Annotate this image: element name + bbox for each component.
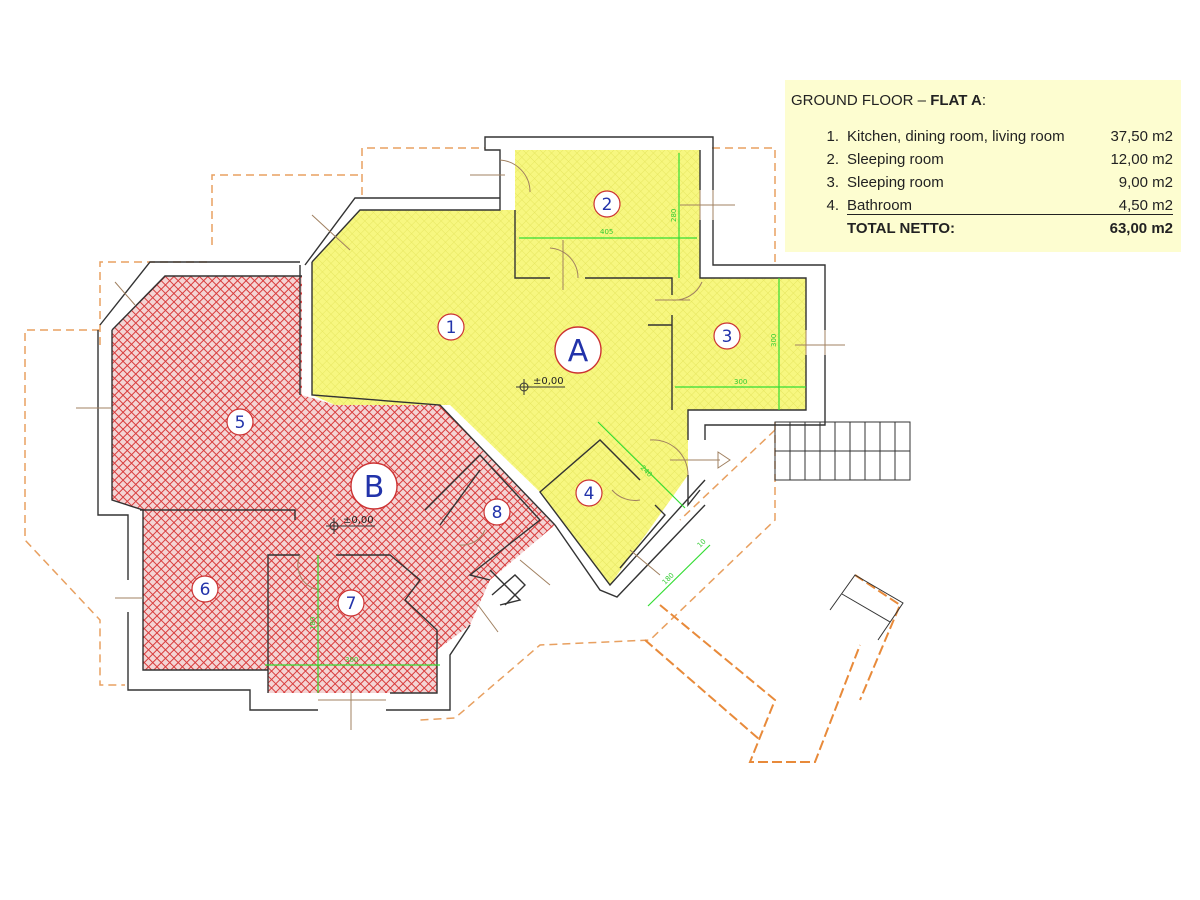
dim-280: 280 — [670, 209, 678, 222]
dim-300-v: 300 — [770, 334, 778, 347]
legend-row: 4. Bathroom 4,50 m2 — [791, 194, 1173, 217]
svg-text:8: 8 — [492, 503, 503, 523]
legend-room-area: 4,50 m2 — [1118, 196, 1173, 214]
svg-text:1: 1 — [446, 318, 457, 338]
legend-row: 2. Sleeping room 12,00 m2 — [791, 148, 1173, 171]
legend-title-suffix: : — [981, 92, 987, 109]
room-markers: 1 2 3 4 5 6 7 8 A B — [191, 190, 741, 617]
svg-text:4: 4 — [584, 484, 595, 504]
garden-stairs-top — [829, 574, 904, 641]
legend-underlined-row: Bathroom 4,50 m2 — [847, 197, 1173, 215]
legend-title-flat: FLAT A — [930, 92, 982, 109]
legend-total-label: TOTAL NETTO: — [847, 220, 956, 237]
doors — [297, 159, 731, 591]
dim-180: 180 — [661, 571, 676, 586]
flat-b-marker: B — [350, 462, 398, 510]
walls — [97, 136, 826, 711]
svg-text:5: 5 — [235, 413, 246, 433]
dim-10: 10 — [696, 537, 708, 549]
legend-title-prefix: GROUND FLOOR – — [791, 92, 931, 109]
legend-total-area: 63,00 m2 — [1109, 220, 1173, 237]
svg-text:A: A — [568, 334, 589, 369]
elevation-a-label: ±0,00 — [533, 376, 564, 387]
room-6-marker: 6 — [191, 575, 219, 603]
elevation-b-label: ±0,00 — [343, 515, 374, 526]
dim-405: 405 — [600, 228, 613, 236]
legend-room-name: Sleeping room — [847, 174, 944, 191]
legend-num: 1. — [826, 128, 839, 145]
windows — [76, 174, 845, 730]
area-legend: GROUND FLOOR – FLAT A: 1. Kitchen, dining… — [785, 80, 1181, 252]
svg-text:3: 3 — [722, 327, 733, 347]
svg-text:7: 7 — [346, 594, 357, 614]
legend-total-row: TOTAL NETTO: 63,00 m2 — [791, 217, 1173, 240]
legend-num: 3. — [826, 174, 839, 191]
room-4-marker: 4 — [575, 479, 603, 507]
flat-a-area — [312, 150, 806, 585]
svg-text:2: 2 — [602, 195, 613, 215]
flat-b-area — [112, 276, 555, 693]
dimension-lines — [265, 153, 806, 693]
dim-180-b: 180 — [309, 617, 317, 630]
legend-row: 3. Sleeping room 9,00 m2 — [791, 171, 1173, 194]
dim-300-h: 300 — [734, 378, 747, 386]
garden-stairs — [644, 574, 902, 763]
flat-a-marker: A — [554, 326, 602, 374]
legend-room-area: 37,50 m2 — [1110, 128, 1173, 145]
elevation-a — [516, 379, 565, 395]
room-2-marker: 2 — [593, 190, 621, 218]
elevation-b — [326, 518, 375, 534]
room-5-marker: 5 — [226, 408, 254, 436]
room-8-marker: 8 — [483, 498, 511, 526]
legend-num: 2. — [826, 151, 839, 168]
room-7-marker: 7 — [337, 589, 365, 617]
legend-room-name: Sleeping room — [847, 151, 944, 168]
legend-room-area: 12,00 m2 — [1110, 151, 1173, 168]
legend-row: 1. Kitchen, dining room, living room 37,50… — [791, 125, 1173, 148]
room-1-marker: 1 — [437, 313, 465, 341]
svg-text:B: B — [364, 470, 385, 505]
entrance-stairs — [774, 421, 911, 481]
svg-text:6: 6 — [200, 580, 211, 600]
legend-room-name: Bathroom — [847, 196, 913, 214]
legend-num: 4. — [826, 197, 839, 214]
legend-room-area: 9,00 m2 — [1118, 174, 1173, 191]
dim-300-b: 300 — [345, 656, 358, 664]
legend-room-name: Kitchen, dining room, living room — [847, 128, 1065, 145]
legend-title: GROUND FLOOR – FLAT A: — [791, 92, 1173, 109]
room-3-marker: 3 — [713, 322, 741, 350]
